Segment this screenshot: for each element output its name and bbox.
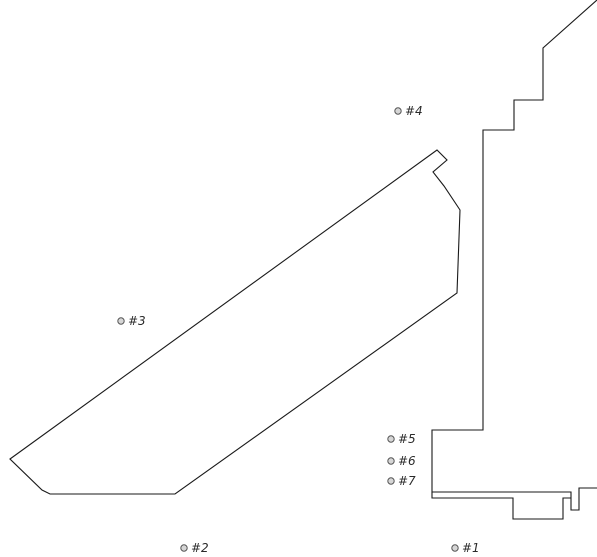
marker-3[interactable]: #3 <box>117 314 146 328</box>
marker-5-label: #5 <box>398 432 416 446</box>
marker-7-dot <box>387 477 395 485</box>
marker-1-label: #1 <box>462 541 480 555</box>
marker-4-label: #4 <box>405 104 423 118</box>
diagonal-parcel-outline <box>9 149 461 495</box>
marker-7[interactable]: #7 <box>387 474 416 488</box>
marker-2-dot <box>180 544 188 552</box>
marker-7-label: #7 <box>398 474 416 488</box>
marker-4[interactable]: #4 <box>394 104 423 118</box>
marker-1[interactable]: #1 <box>451 541 480 555</box>
marker-6[interactable]: #6 <box>387 454 416 468</box>
building-step-detail <box>431 492 571 520</box>
marker-5-dot <box>387 435 395 443</box>
marker-4-dot <box>394 107 402 115</box>
marker-3-dot <box>117 317 125 325</box>
marker-2-label: #2 <box>191 541 209 555</box>
marker-6-dot <box>387 457 395 465</box>
marker-5[interactable]: #5 <box>387 432 416 446</box>
marker-1-dot <box>451 544 459 552</box>
building-outline-right <box>431 0 597 511</box>
marker-2[interactable]: #2 <box>180 541 209 555</box>
marker-6-label: #6 <box>398 454 416 468</box>
marker-3-label: #3 <box>128 314 146 328</box>
